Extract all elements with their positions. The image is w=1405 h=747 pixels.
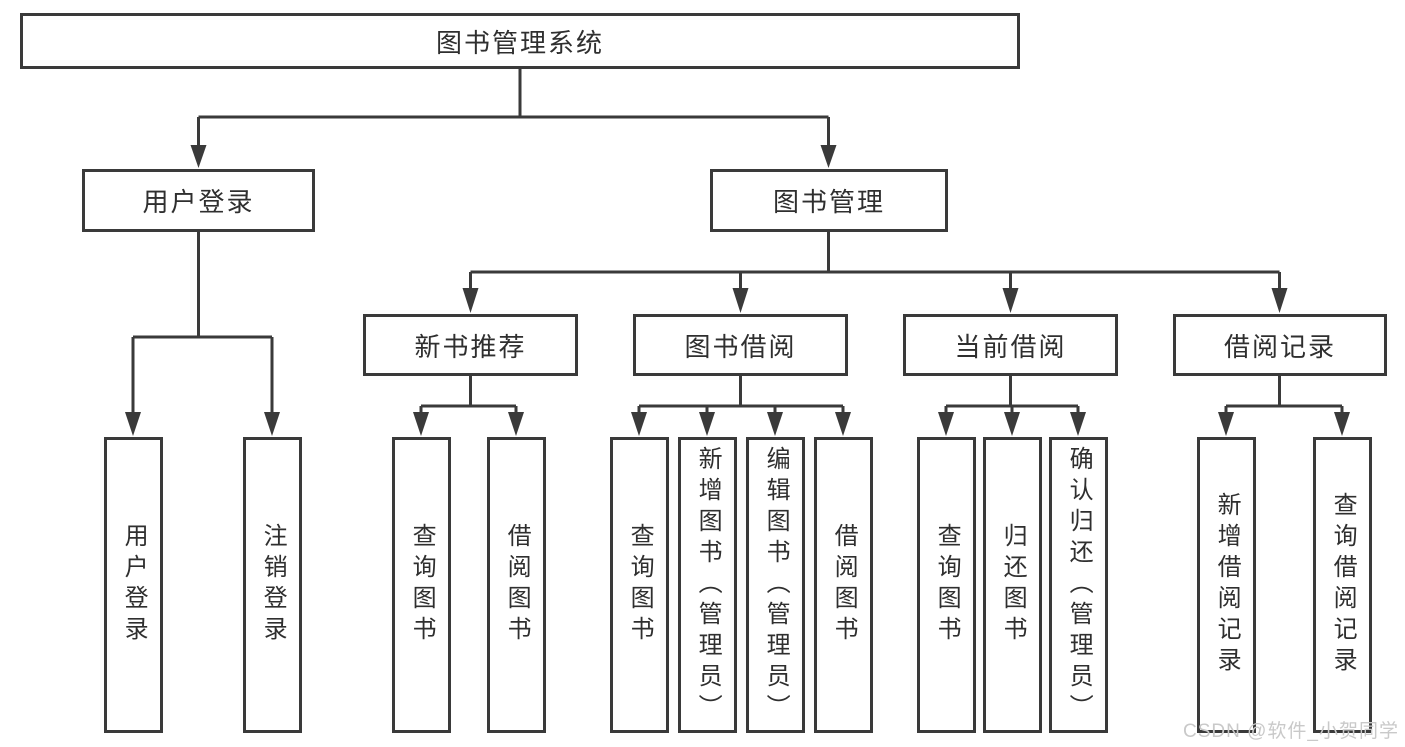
leaf-add-borrow-record: 新增借阅记录 <box>1197 437 1256 733</box>
leaf-borrow-books: 借阅图书 <box>487 437 546 733</box>
leaf-edit-book-admin: 编辑图书（管理员） <box>746 437 805 733</box>
node-book-management: 图书管理 <box>710 169 948 232</box>
node-label: 当前借阅 <box>954 331 1067 362</box>
leaf-label: 查询图书 <box>408 523 436 647</box>
leaf-query-borrow-record: 查询借阅记录 <box>1313 437 1372 733</box>
leaf-label: 归还图书 <box>999 523 1027 647</box>
leaf-confirm-return-admin: 确认归还（管理员） <box>1049 437 1108 733</box>
leaf-label: 用户登录 <box>120 523 148 647</box>
node-label: 用户登录 <box>142 187 255 217</box>
node-book-borrowing: 图书借阅 <box>633 314 848 376</box>
leaf-label: 借阅图书 <box>503 523 531 647</box>
leaf-query-books: 查询图书 <box>392 437 451 733</box>
node-current-borrowing: 当前借阅 <box>903 314 1118 376</box>
node-user-login: 用户登录 <box>82 169 315 232</box>
leaf-return-books: 归还图书 <box>983 437 1042 733</box>
node-label: 图书管理 <box>772 187 885 217</box>
node-borrowing-records: 借阅记录 <box>1173 314 1387 376</box>
node-library-management-system: 图书管理系统 <box>20 13 1020 69</box>
leaf-label: 借阅图书 <box>830 523 858 647</box>
leaf-query-books: 查询图书 <box>610 437 669 733</box>
leaf-label: 新增图书（管理员） <box>694 445 722 725</box>
leaf-label: 注销登录 <box>259 523 287 647</box>
node-label: 图书管理系统 <box>435 27 604 58</box>
leaf-label: 查询借阅记录 <box>1329 492 1357 678</box>
leaf-query-books: 查询图书 <box>917 437 976 733</box>
leaf-borrow-books: 借阅图书 <box>814 437 873 733</box>
tree-branch-lines <box>131 69 1344 414</box>
csdn-watermark: CSDN @软件_小贺同学 <box>1183 721 1399 742</box>
node-label: 图书借阅 <box>684 331 797 362</box>
node-label: 借阅记录 <box>1223 331 1336 362</box>
leaf-label: 确认归还（管理员） <box>1065 445 1093 725</box>
arrowhead-icons <box>125 145 1350 436</box>
leaf-add-book-admin: 新增图书（管理员） <box>678 437 737 733</box>
leaf-label: 查询图书 <box>933 523 961 647</box>
node-label: 新书推荐 <box>414 331 527 362</box>
leaf-logout: 注销登录 <box>243 437 302 733</box>
leaf-label: 编辑图书（管理员） <box>762 445 790 725</box>
leaf-label: 查询图书 <box>626 523 654 647</box>
leaf-label: 新增借阅记录 <box>1213 492 1241 678</box>
leaf-user-login: 用户登录 <box>104 437 163 733</box>
node-new-book-recommend: 新书推荐 <box>363 314 578 376</box>
